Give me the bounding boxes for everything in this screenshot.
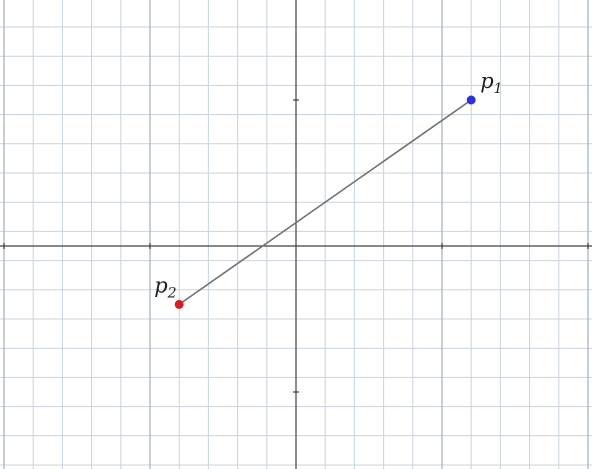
point-p2-subscript: 2: [167, 285, 177, 301]
segment-p1-p2: [178, 99, 472, 306]
point-p1-letter: p: [480, 69, 493, 93]
point-p1-subscript: 1: [494, 81, 503, 97]
point-p2-letter: p: [154, 273, 167, 297]
axis-ticks: [3, 99, 589, 393]
point-p2[interactable]: [174, 299, 184, 309]
point-p1-label: p1: [480, 69, 502, 97]
grid-major-lines: [3, 0, 589, 469]
point-p2-label: p2: [154, 273, 176, 301]
point-p1[interactable]: [466, 95, 476, 105]
